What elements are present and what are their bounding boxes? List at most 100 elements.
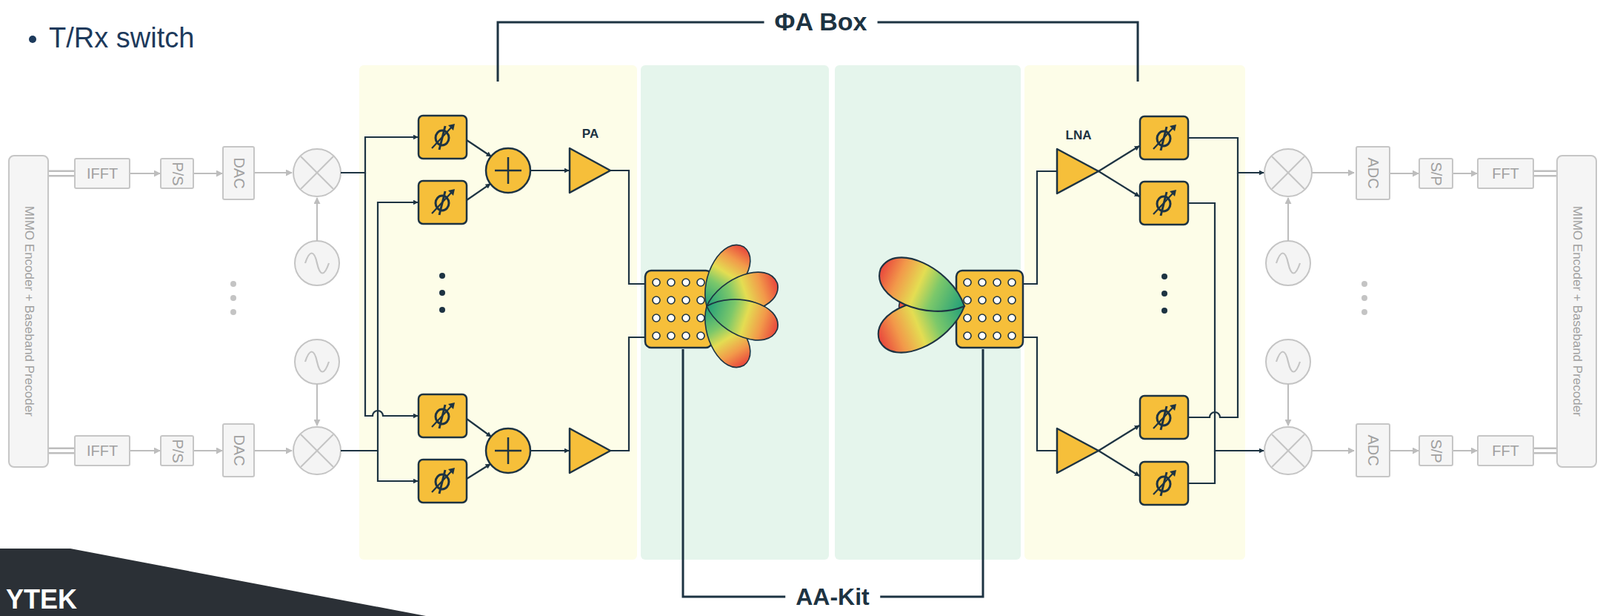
block-label: DAC (230, 434, 248, 466)
tx-rf-chain (294, 240, 340, 286)
baseband-precoder-box: MIMO Encoder + Baseband Precoder (1556, 154, 1598, 468)
region-bands (834, 65, 1021, 560)
phase-shifter (418, 115, 467, 503)
group-title: ΦA Box (764, 7, 878, 37)
block-label: IFFT (86, 442, 118, 460)
rx-rf-chain (1265, 339, 1311, 384)
power-amplifier (569, 148, 611, 473)
antenna-array (645, 270, 712, 348)
bracket (497, 22, 1138, 597)
group-title: AA-Kit (795, 582, 870, 610)
rx-wiring (1022, 171, 1058, 284)
power-amplifier (569, 148, 611, 193)
tx-rf-chain (254, 171, 292, 174)
block-label: IFFT (86, 165, 118, 183)
signal-arrow (1390, 449, 1419, 452)
dac-block: DAC (222, 422, 255, 478)
rx-rf-chain (1265, 240, 1311, 286)
part-name: LNA (1065, 128, 1092, 143)
phase-shifter (1140, 116, 1189, 160)
block-label: FFT (1491, 442, 1520, 460)
phase-shifter (1140, 181, 1189, 225)
rx-wiring (1186, 137, 1264, 173)
block-label: MIMO Encoder + Baseband Precoder (1569, 205, 1585, 417)
rx-rf-chain (1361, 294, 1368, 301)
signal-arrow (194, 450, 223, 452)
block-label: P/S (168, 438, 186, 463)
block-label: MIMO Encoder + Baseband Precoder (21, 205, 37, 417)
tx-rf-chain (293, 426, 341, 475)
rx-rf-chain (1264, 426, 1312, 475)
low-noise-amplifier (1057, 148, 1099, 194)
antenna-array (960, 273, 1020, 345)
tx-rf-chain (230, 294, 237, 301)
dac-block: DAC (222, 145, 255, 200)
rx-wiring (1098, 145, 1140, 172)
fft-block: FFT (1477, 157, 1535, 189)
tx-rf-chain (316, 383, 318, 426)
block-label: DAC (230, 157, 248, 189)
bus-connector (48, 450, 75, 452)
fft-block: FFT (1477, 434, 1535, 466)
region-bands (640, 65, 829, 560)
signal-arrow (1453, 172, 1478, 175)
power-amplifier (569, 428, 611, 473)
tx-wiring (530, 449, 569, 452)
signal-arrow (130, 449, 160, 452)
tx-wiring (340, 202, 418, 451)
tx-rf-chain (230, 308, 237, 315)
logo-wedge (0, 548, 426, 616)
tx-wiring (530, 169, 569, 172)
converter-block: S/P (1418, 157, 1454, 189)
phase-shifter (1161, 273, 1168, 280)
bus-connector (48, 170, 75, 178)
beam-lobe (871, 248, 974, 328)
summer (485, 148, 531, 193)
bus-connector (1534, 447, 1557, 455)
signal-arrow (1453, 450, 1478, 452)
bullet-text: T/Rx switch (48, 22, 195, 54)
phase-shifter (1161, 307, 1168, 314)
region-bands (359, 65, 638, 560)
bracket (682, 348, 983, 597)
rx-wiring (1098, 171, 1140, 197)
tx-rf-chain (294, 339, 340, 384)
tx-wiring (365, 172, 418, 416)
rx-wiring (1186, 450, 1215, 483)
bus-connector (48, 448, 75, 452)
ifft-block: IFFT (74, 434, 131, 466)
rx-wiring (1098, 450, 1140, 476)
tx-rf-chain (254, 449, 292, 452)
group-title: AA-Kit (785, 582, 880, 611)
tx-rf-chain (316, 197, 318, 241)
bullet (28, 35, 37, 43)
phase-shifter (1140, 116, 1189, 505)
bullet-text: T/Rx switch (48, 22, 195, 55)
part-name: PA (582, 126, 599, 141)
rx-wiring (1098, 425, 1140, 451)
logo-text: YTEK (5, 583, 78, 615)
block-label: ADC (1364, 157, 1382, 189)
tx-wiring (610, 337, 646, 451)
signal-arrow (1390, 172, 1419, 175)
phase-shifter (418, 115, 467, 159)
bus-connector (1534, 448, 1557, 452)
block-label: S/P (1427, 438, 1445, 463)
tx-wiring (610, 170, 646, 284)
summer (485, 428, 531, 473)
phase-shifter (1161, 290, 1168, 297)
tx-wiring (466, 140, 492, 157)
summer (485, 148, 531, 473)
antenna-array (645, 270, 1023, 348)
rx-rf-chain (1311, 449, 1355, 452)
signal-arrow (1390, 450, 1419, 452)
adc-block: ADC (1355, 422, 1391, 478)
signal-arrow (194, 449, 223, 452)
tx-wiring (340, 137, 418, 173)
rx-rf-chain (1287, 197, 1289, 241)
tx-rf-chain (293, 148, 341, 197)
antenna-array (956, 270, 1023, 348)
converter-block: P/S (160, 434, 195, 466)
